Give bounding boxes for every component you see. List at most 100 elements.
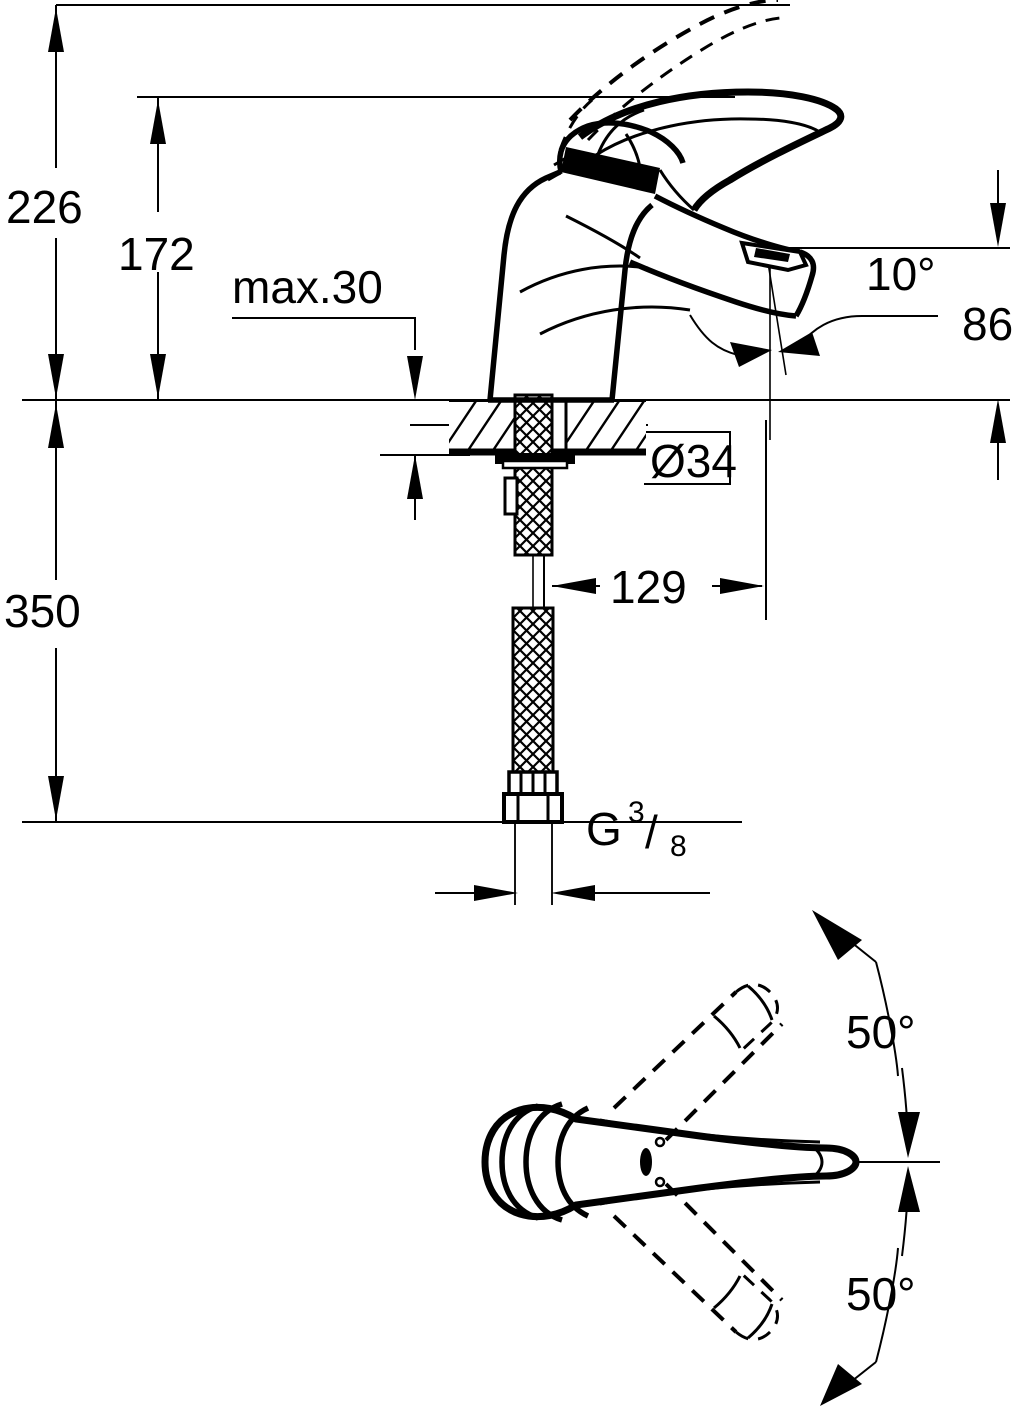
lever-swing-arc	[594, 108, 645, 161]
mounting-nut	[501, 459, 569, 470]
arrow-up-350	[48, 404, 64, 448]
arrow-down-226	[48, 354, 64, 398]
dimension-label-172: 172	[118, 228, 195, 280]
plan-back-ring-2	[523, 1101, 563, 1223]
dimension-label-10deg: 10°	[866, 248, 936, 300]
lever-upper-outline	[577, 88, 845, 212]
thread-label-slash: /	[645, 806, 658, 858]
hose-connector-nut	[502, 792, 564, 824]
body-contour-line-1	[519, 264, 649, 294]
dimension-172: 172	[118, 97, 195, 400]
plan-ghost-spout-lower	[612, 1182, 784, 1341]
lever-lower-outline	[595, 117, 819, 157]
plan-screw-dot-top	[654, 1136, 666, 1148]
countertop-section	[449, 400, 646, 456]
body-contour-line-3	[565, 214, 641, 260]
arrow-down-350	[48, 776, 64, 820]
leader-d34	[644, 431, 731, 485]
plan-aerator-slot	[640, 1148, 652, 1176]
countertop-right-hatch	[566, 401, 646, 452]
hose-braid-body	[511, 606, 555, 780]
ghost-lower-cap	[735, 1272, 779, 1341]
arrow-right-129	[720, 578, 764, 594]
dimension-thread: G 3 / 8	[435, 796, 710, 905]
dimension-350: 350	[4, 400, 81, 822]
dimension-max30: max.30	[232, 261, 470, 520]
plan-back-ring-3	[555, 1105, 590, 1219]
dimension-label-50-lower: 50°	[846, 1268, 916, 1320]
arrow-10deg-left	[730, 342, 772, 367]
ghost-upper-edge-2	[664, 1022, 784, 1142]
plan-spout-inner-top	[599, 1118, 821, 1144]
countertop-left-hatch	[449, 401, 523, 452]
dimension-label-50-upper: 50°	[846, 1006, 916, 1058]
plan-body-outline	[481, 1103, 860, 1221]
mounting-washer	[495, 453, 575, 464]
axis-arrow-up	[900, 1112, 918, 1156]
cartridge-band	[561, 147, 660, 194]
plan-aerator-arc	[811, 1144, 824, 1180]
arrow-up-max30	[407, 455, 423, 499]
arrow-down-max30	[407, 356, 423, 400]
ghost-lower-edge-1	[612, 1214, 738, 1334]
ghost-lower-tick-2	[747, 1303, 774, 1340]
lever-raised-ghost-pivot	[558, 98, 593, 151]
aerator-screen	[754, 248, 790, 262]
arrow-up-86	[990, 399, 1006, 443]
lever-rear-fillet	[658, 169, 695, 212]
dimension-label-350: 350	[4, 585, 81, 637]
dimension-spout-angle: 10°	[689, 248, 938, 440]
plan-axis-arrows	[900, 1112, 918, 1212]
thread-label-g: G	[586, 803, 622, 855]
arc-50-upper	[875, 961, 899, 1077]
shank-threaded	[513, 393, 554, 557]
ghost-upper-tick-1	[713, 1014, 742, 1049]
dimension-86: 86	[962, 170, 1013, 480]
lever-swing-arc-2	[624, 133, 643, 177]
faucet-top-view: 50° 50°	[481, 910, 940, 1406]
body-shoulder	[557, 120, 686, 173]
arrow-10deg-right	[778, 332, 820, 356]
arc-50-lower	[875, 1247, 899, 1363]
plan-ghost-spout-upper	[612, 983, 784, 1142]
plan-screw-dot-bottom	[654, 1176, 666, 1188]
ghost-lower-tick-1	[713, 1275, 742, 1310]
arrow-down-172	[150, 354, 166, 398]
leader-max30	[232, 317, 416, 350]
lever-raised-ghost-inner	[586, 16, 781, 142]
countertop-left-fill	[449, 401, 523, 452]
ghost-pivot-ticks	[547, 156, 567, 182]
ghost-upper-edge-1	[612, 990, 738, 1110]
dimension-label-226: 226	[6, 181, 83, 233]
dimension-label-129: 129	[610, 561, 687, 613]
arrow-50-upper	[812, 910, 862, 960]
leader-curve-10deg-left	[689, 314, 739, 356]
body-front-edge	[487, 169, 562, 401]
arrow-left-129	[552, 578, 596, 594]
dimension-label-d34: Ø34	[650, 435, 737, 487]
arrow-right-thread	[474, 885, 518, 901]
plan-spout-inner-bottom	[599, 1180, 821, 1206]
arrow-50-lower	[820, 1364, 862, 1406]
spout-bottom-edge	[628, 259, 797, 319]
countertop-right-fill	[566, 401, 646, 452]
axis-arrow-down	[900, 1168, 918, 1212]
ghost-upper-cap	[735, 983, 779, 1052]
thread-label-numerator: 3	[628, 796, 645, 829]
ghost-upper-tick-2	[747, 984, 774, 1021]
body-contour-line-2	[539, 305, 691, 336]
ghost-lower-edge-2	[664, 1182, 784, 1302]
faucet-body-side-view	[487, 0, 845, 403]
lever-raised-ghost-outer	[568, 0, 779, 122]
thread-label-denominator: 8	[670, 830, 687, 863]
arrow-up-226	[48, 8, 64, 52]
dimension-226: 226	[6, 5, 83, 400]
body-rear-edge	[609, 202, 654, 401]
plan-back-ring-1	[499, 1103, 539, 1221]
dimension-129: 129	[543, 420, 767, 620]
dimension-label-86: 86	[962, 298, 1013, 350]
flexible-hose	[502, 555, 564, 905]
spout-top-edge	[653, 193, 801, 255]
